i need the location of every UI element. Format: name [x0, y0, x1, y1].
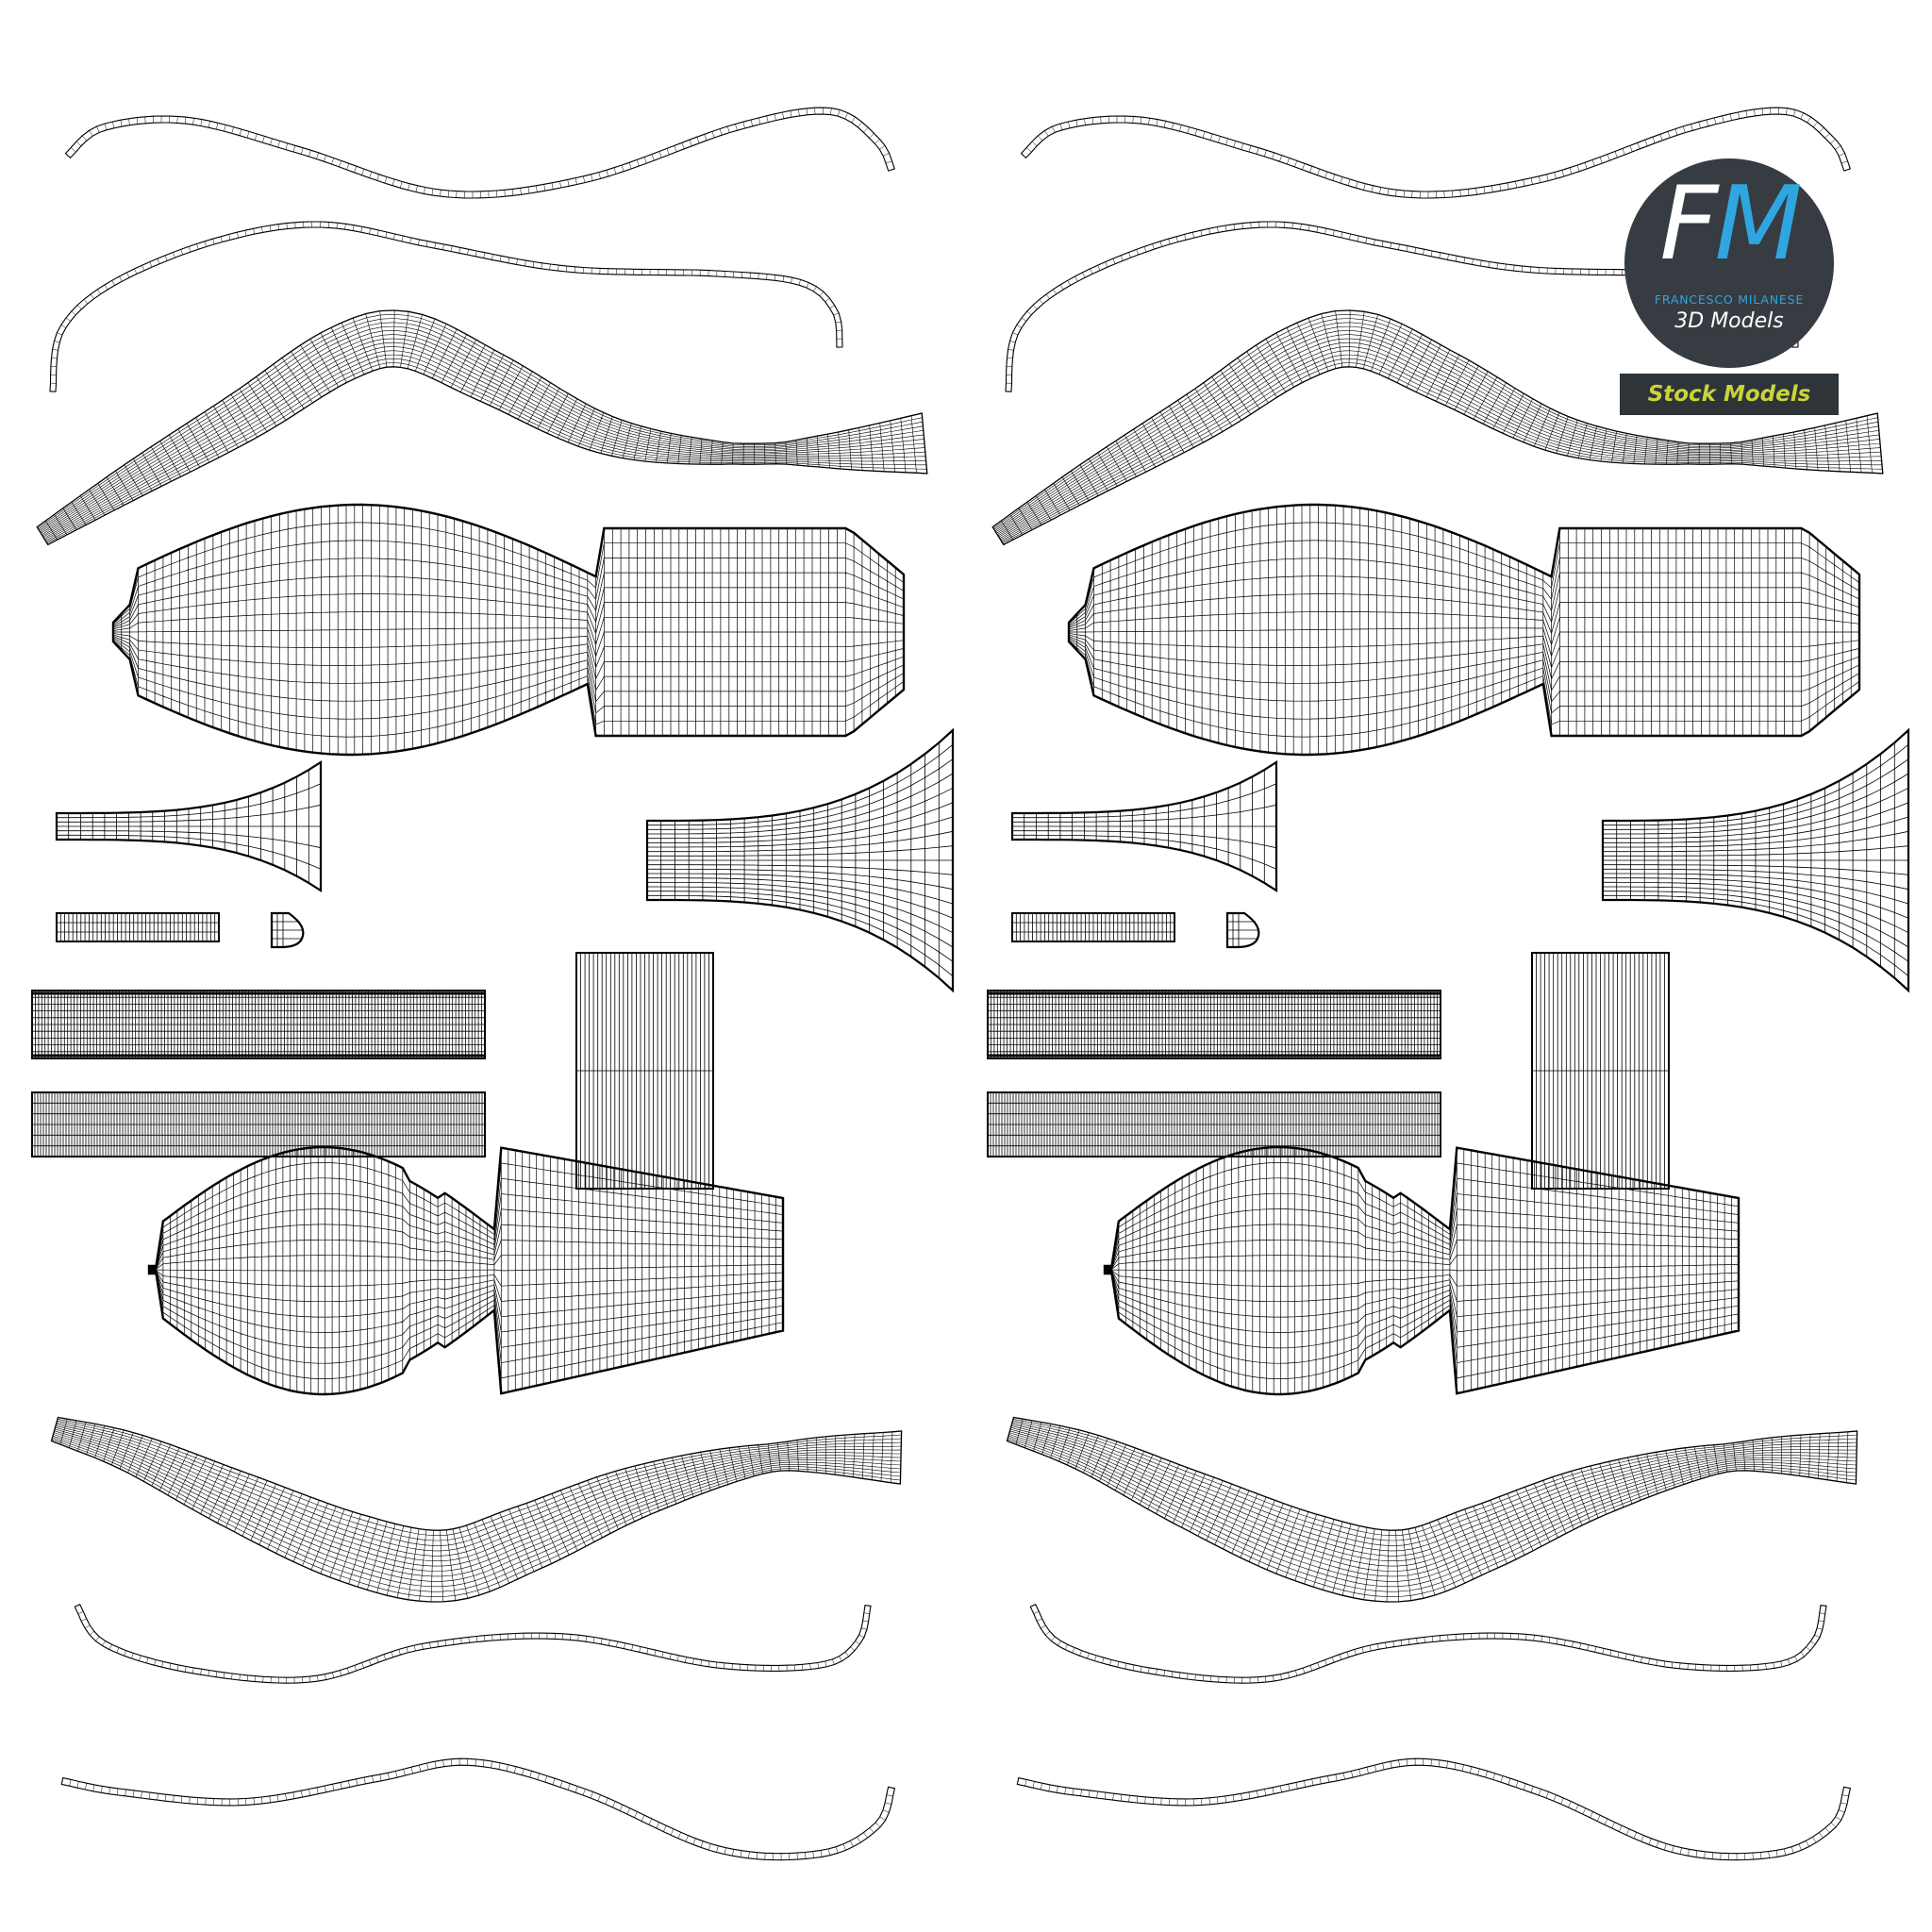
logo-letter-m: M — [1714, 165, 1802, 283]
uv-band-upper — [991, 309, 1884, 546]
logo-banner: Stock Models — [1620, 374, 1839, 415]
logo-author-name: FRANCESCO MILANESE — [1654, 292, 1805, 307]
uv-strip-bottom-1 — [1029, 1603, 1827, 1684]
uv-strip-bottom-2 — [1016, 1757, 1852, 1861]
uv-strip-bottom-2 — [60, 1757, 896, 1861]
uv-heel-flare-large — [645, 727, 955, 993]
fm-logo-badge: FM FRANCESCO MILANESE 3D Models Stock Mo… — [1620, 158, 1839, 415]
uv-heel-tip-small — [55, 759, 323, 893]
uv-band-lower — [1006, 1416, 1858, 1603]
uv-sole-lower — [147, 1145, 785, 1396]
uv-heel-flare-large — [1601, 727, 1910, 993]
uv-sole-lower — [1103, 1145, 1740, 1396]
uv-rect-long-1 — [31, 990, 486, 1059]
logo-circle: FM FRANCESCO MILANESE 3D Models — [1624, 158, 1834, 368]
uv-small-strip — [56, 912, 220, 942]
uv-strip-top-1 — [1020, 107, 1851, 199]
uv-small-cap — [1225, 911, 1260, 949]
uv-rect-long-2 — [31, 1091, 486, 1158]
uv-panel-right — [987, 107, 1910, 1861]
uv-rect-long-1 — [987, 990, 1441, 1059]
logo-subtitle: 3D Models — [1674, 309, 1784, 333]
uv-strip-top-2 — [49, 221, 843, 392]
uv-insole-upper — [1067, 503, 1861, 757]
uv-small-strip — [1011, 912, 1175, 942]
logo-letters: FM — [1624, 172, 1834, 277]
uv-panel-left — [31, 107, 955, 1861]
uv-rect-tall — [575, 952, 714, 1190]
uv-small-cap — [270, 911, 305, 949]
uv-rect-long-2 — [987, 1091, 1441, 1158]
uv-band-upper — [36, 309, 928, 546]
uv-insole-upper — [111, 503, 906, 757]
uv-heel-tip-small — [1010, 759, 1278, 893]
uv-strip-bottom-1 — [74, 1603, 872, 1684]
uv-rect-tall — [1531, 952, 1670, 1190]
uv-band-lower — [50, 1416, 903, 1603]
uv-strip-top-1 — [64, 107, 895, 199]
logo-letter-f: F — [1659, 165, 1718, 283]
